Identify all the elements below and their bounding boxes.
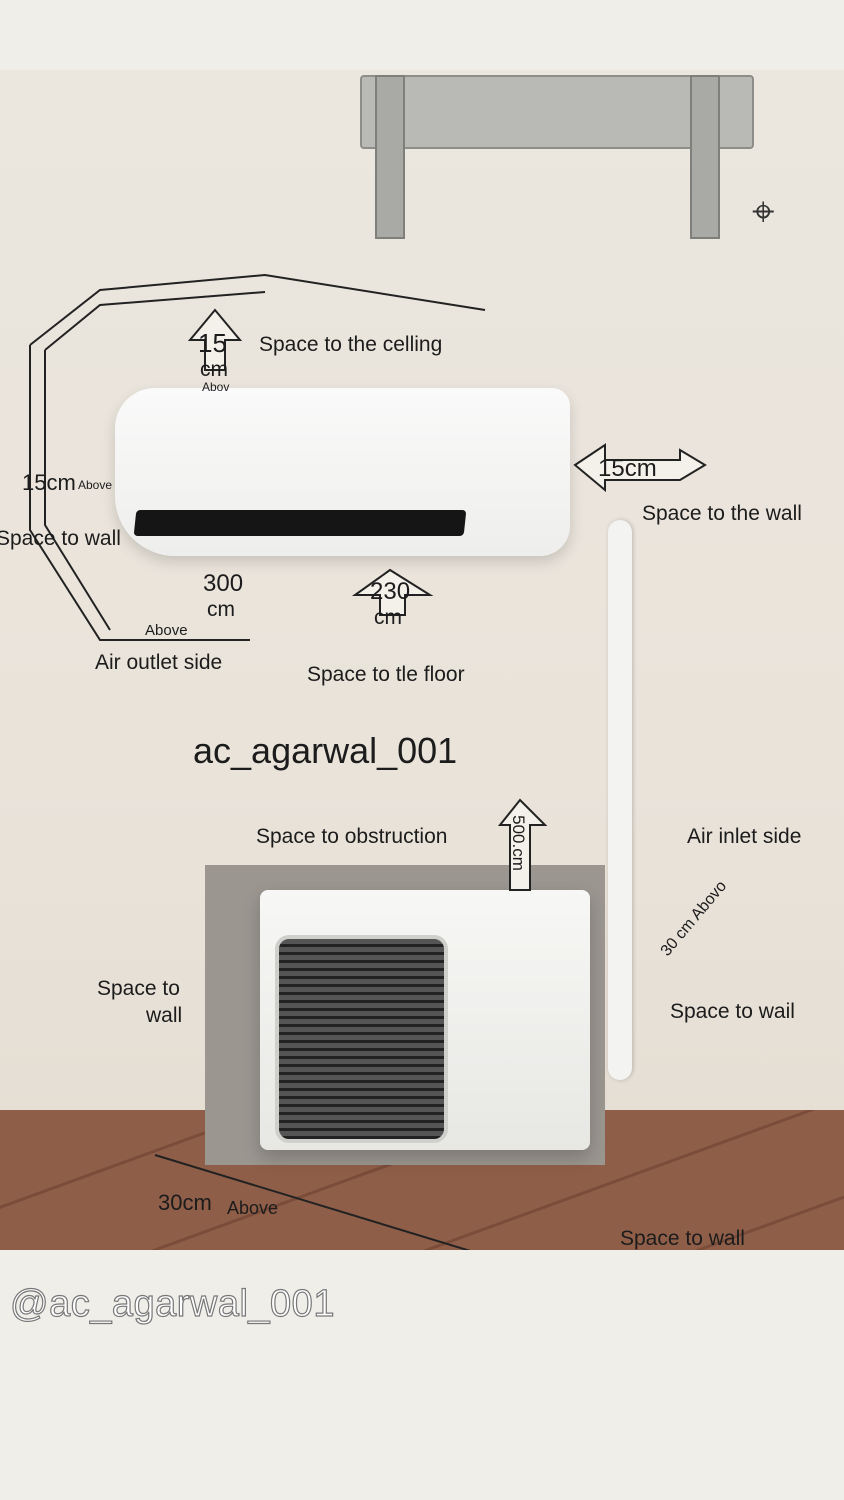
outlet-clearance-value: 300	[203, 570, 244, 597]
floor-clearance-value: 230	[370, 578, 411, 605]
ceiling-clearance-value: 15	[198, 328, 227, 358]
outdoor-left-label-line1: Space to	[97, 977, 180, 1000]
outlet-clearance-unit: cm	[207, 598, 235, 621]
left-wall-clearance-label: Space to wall	[0, 527, 121, 550]
obstruction-label: Space to obstruction	[256, 825, 448, 848]
floor-clearance-label: Space to tle floor	[307, 663, 465, 686]
refrigerant-pipe	[608, 520, 632, 1080]
crosshair-icon: ⌖	[752, 190, 775, 234]
left-wall-clearance-note: Above	[78, 478, 113, 492]
bottom-clearance-note: Above	[227, 1198, 279, 1218]
bottom-right-wall-label: Space to wall	[620, 1227, 745, 1250]
mounting-bracket	[360, 75, 754, 149]
air-outlet-side-label: Air outlet side	[95, 651, 223, 674]
ceiling-clearance-label: Space to the celling	[259, 333, 443, 356]
air-inlet-side-label: Air inlet side	[687, 825, 802, 848]
bracket-leg	[690, 75, 720, 239]
ceiling-clearance-unit: cm	[200, 358, 228, 381]
outlet-clearance-note: Above	[145, 622, 188, 639]
inlet-wall-label: Space to wail	[670, 1000, 795, 1023]
outdoor-left-label-line2: wall	[146, 1004, 183, 1027]
right-wall-clearance-value: 15cm	[598, 455, 657, 482]
obstruction-value: 500.cm	[508, 815, 528, 871]
right-wall-clearance-label: Space to the wall	[642, 502, 802, 525]
dimension-lines	[29, 273, 707, 1250]
bracket-leg	[375, 75, 405, 239]
bottom-clearance-value: 30cm	[158, 1190, 212, 1215]
watermark: @ac_agarwal_001	[9, 1282, 335, 1325]
ac-installation-photo: ⌖ 15 cm Abov Space to the celling 15cm S…	[0, 70, 844, 1250]
left-wall-clearance-value: 15cm	[22, 470, 76, 495]
ceiling-clearance-note: Abov	[202, 380, 230, 394]
floor-clearance-unit: cm	[374, 606, 402, 629]
center-caption: ac_agarwal_001	[193, 730, 458, 771]
outdoor-fan-grille	[275, 935, 448, 1143]
